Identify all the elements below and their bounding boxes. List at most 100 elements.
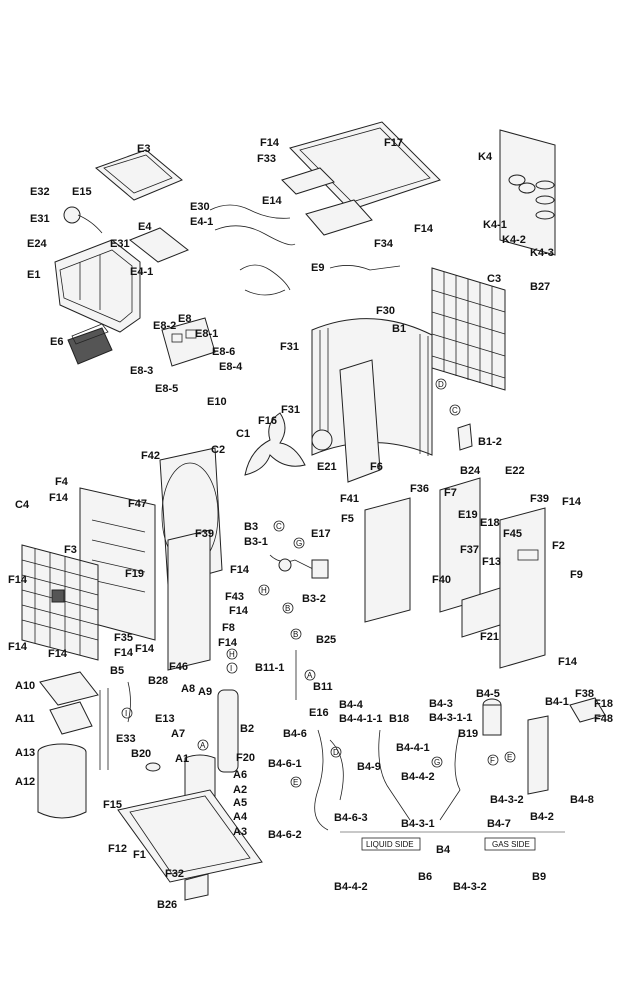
label-e18: E18 [480, 517, 500, 529]
label-e8: E8 [178, 313, 191, 325]
label-b4-4-2b: B4-4-2 [334, 881, 368, 893]
label-a3: A3 [233, 826, 247, 838]
label-e4: E4 [138, 221, 152, 233]
label-f14l: F14 [558, 656, 578, 668]
label-f31: F31 [280, 341, 299, 353]
label-b4-4-2: B4-4-2 [401, 771, 435, 783]
marker-c-1: C [276, 522, 282, 531]
e8-pcb [161, 317, 216, 367]
label-b11: B11 [313, 681, 333, 693]
label-a7: A7 [171, 728, 185, 740]
label-f15: F15 [103, 799, 122, 811]
label-f8: F8 [222, 622, 235, 634]
label-e32: E32 [30, 186, 50, 198]
label-e31: E31 [30, 213, 50, 225]
label-b4-4-1: B4-4-1 [396, 742, 430, 754]
k4-accessory-panel [499, 129, 556, 256]
marker-h-2: H [229, 650, 235, 659]
label-f31b: F31 [281, 404, 300, 416]
label-f1: F1 [133, 849, 146, 861]
label-f48: F48 [594, 713, 613, 725]
label-k4-1: K4-1 [483, 219, 507, 231]
marker-e-1: E [293, 778, 298, 787]
label-a12: A12 [15, 776, 35, 788]
label-e8-3: E8-3 [130, 365, 153, 377]
label-f14j: F14 [218, 637, 238, 649]
label-a9: A9 [198, 686, 212, 698]
label-f14b: F14 [414, 223, 434, 235]
label-b25: B25 [316, 634, 336, 646]
label-b4-3-2: B4-3-2 [490, 794, 524, 806]
label-a10: A10 [15, 680, 35, 692]
label-e17: E17 [311, 528, 331, 540]
a12-jacket [37, 743, 87, 819]
f8-side-panel [167, 529, 211, 671]
f1-base-pan [117, 789, 263, 883]
label-f14d: F14 [8, 574, 28, 586]
label-e8-2: E8-2 [153, 320, 176, 332]
label-f16: F16 [258, 415, 277, 427]
label-e4-1b: E4-1 [130, 266, 153, 278]
label-f17: F17 [384, 137, 403, 149]
label-f30: F30 [376, 305, 395, 317]
label-f9: F9 [570, 569, 583, 581]
label-f18: F18 [594, 698, 613, 710]
label-e9: E9 [311, 262, 324, 274]
label-b19: B19 [458, 728, 478, 740]
label-f34: F34 [374, 238, 394, 250]
label-b2: B2 [240, 723, 254, 735]
label-b4: B4 [436, 844, 451, 856]
label-e10: E10 [207, 396, 227, 408]
label-c2: C2 [211, 444, 225, 456]
label-e15: E15 [72, 186, 92, 198]
b4-piping-assembly [314, 729, 461, 831]
label-f46: F46 [169, 661, 188, 673]
f21-bracket [461, 587, 501, 638]
label-e13: E13 [155, 713, 175, 725]
label-b28: B28 [148, 675, 168, 687]
label-f38: F38 [575, 688, 594, 700]
label-f35: F35 [114, 632, 133, 644]
marker-a-1: A [307, 671, 313, 680]
label-f43: F43 [225, 591, 244, 603]
label-b4-3-1-1: B4-3-1-1 [429, 712, 472, 724]
b2-accumulator [217, 689, 239, 773]
label-e16: E16 [309, 707, 329, 719]
connection-markers: C D C G H B B A H I I A D E G F E [121, 378, 516, 788]
label-c3: C3 [487, 273, 501, 285]
b5-heater [99, 688, 109, 770]
label-b1-2: B1-2 [478, 436, 502, 448]
label-f32: F32 [165, 868, 184, 880]
label-b4-6-1: B4-6-1 [268, 758, 302, 770]
label-b4-4: B4-4 [339, 699, 364, 711]
e3-cover [95, 149, 183, 201]
label-f14: F14 [260, 137, 280, 149]
label-f36: F36 [410, 483, 429, 495]
label-e19: E19 [458, 509, 478, 521]
c4-front-grille [21, 544, 99, 661]
f5-partition [364, 497, 411, 623]
marker-b-1: B [285, 604, 290, 613]
label-f12: F12 [108, 843, 127, 855]
label-f42: F42 [141, 450, 160, 462]
e17-coil [311, 559, 329, 579]
label-b6: B6 [418, 871, 432, 883]
gas-side-label: GAS SIDE [492, 840, 530, 849]
label-k4: K4 [478, 151, 493, 163]
label-f19: F19 [125, 568, 144, 580]
label-b4-7: B4-7 [487, 818, 511, 830]
f34-insulation [305, 199, 373, 236]
label-b4-9: B4-9 [357, 761, 381, 773]
label-b4-2: B4-2 [530, 811, 554, 823]
label-e30: E30 [190, 201, 210, 213]
e21-fan-motor [311, 429, 333, 451]
label-k4-3: K4-3 [530, 247, 554, 259]
label-f33: F33 [257, 153, 276, 165]
label-a13: A13 [15, 747, 35, 759]
label-b4-5: B4-5 [476, 688, 500, 700]
marker-c-2: C [452, 406, 458, 415]
label-f3: F3 [64, 544, 77, 556]
label-e31b: E31 [110, 238, 130, 250]
label-c4: C4 [15, 499, 30, 511]
